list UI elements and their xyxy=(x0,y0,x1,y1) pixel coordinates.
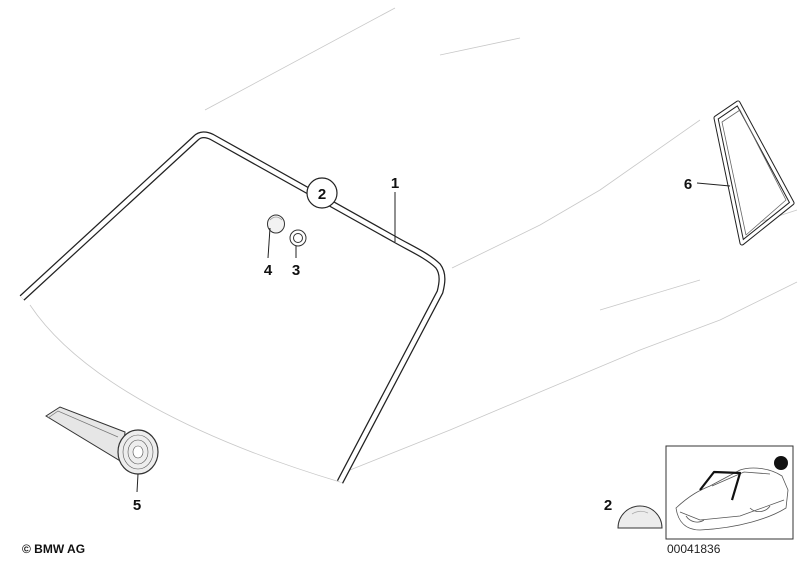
callout-1: 1 xyxy=(391,175,399,192)
leader-5 xyxy=(136,473,139,493)
callout-5: 5 xyxy=(133,497,141,514)
inset-callout-2: 2 xyxy=(604,497,612,514)
leader-6 xyxy=(696,182,731,187)
inset-part-2: 2 xyxy=(604,497,663,529)
part-6-quarter-glass-seal xyxy=(713,100,795,246)
part-4-clip xyxy=(267,214,285,234)
leader-4 xyxy=(267,227,271,259)
callout-2-circle xyxy=(306,177,338,209)
part-5-tape-roll xyxy=(45,406,159,475)
callout-4: 4 xyxy=(264,262,273,279)
car-location-thumbnail xyxy=(665,445,794,540)
callout-3: 3 xyxy=(292,262,300,279)
drawing-number: 00041836 xyxy=(667,542,721,556)
callout-6: 6 xyxy=(684,176,692,193)
copyright-text: © BMW AG xyxy=(22,542,85,556)
leader-lines xyxy=(136,182,731,493)
callout-2: 2 xyxy=(318,186,326,203)
windshield-seal xyxy=(19,131,446,484)
body-outline xyxy=(29,7,798,483)
part-3-ring xyxy=(289,229,307,247)
